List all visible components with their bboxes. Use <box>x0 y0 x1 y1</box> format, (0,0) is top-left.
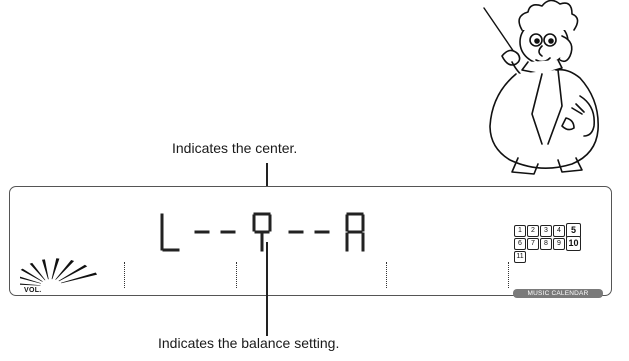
volume-dial-icon <box>20 258 98 286</box>
dial-segment <box>20 283 41 286</box>
calendar-cell: 11 <box>514 251 526 263</box>
dial-segment <box>20 276 42 284</box>
vol-label: VOL. <box>24 287 42 294</box>
center-callout: Indicates the center. <box>172 140 298 156</box>
calendar-cell: 3 <box>540 225 552 237</box>
balance-left-char <box>160 213 180 252</box>
calendar-cell: 1 <box>514 225 526 237</box>
calendar-cell: 7 <box>527 238 539 250</box>
balance-callout: Indicates the balance setting. <box>158 335 340 351</box>
calendar-cell: 2 <box>527 225 539 237</box>
balance-leader-line <box>266 242 268 336</box>
calendar-cell: 10 <box>566 236 581 251</box>
calendar-cell: 9 <box>553 238 565 250</box>
dial-segment <box>61 272 98 284</box>
dial-segment <box>58 264 88 282</box>
level-tick <box>386 262 389 288</box>
dial-segment <box>29 262 46 281</box>
calendar-cell: 4 <box>553 225 565 237</box>
conductor-illustration <box>483 0 599 175</box>
level-tick <box>236 262 239 288</box>
dial-segment <box>51 258 60 280</box>
balance-readout <box>160 212 365 252</box>
display-panel <box>9 186 612 296</box>
dial-segment <box>42 259 49 280</box>
dial-segment <box>55 260 75 280</box>
calendar-cell: 6 <box>514 238 526 250</box>
music-calendar-badge: MUSIC CALENDAR <box>513 289 603 298</box>
level-tick <box>508 262 511 288</box>
balance-center-marker <box>252 212 272 252</box>
level-tick <box>124 262 127 288</box>
calendar-cell: 8 <box>540 238 552 250</box>
dial-segment <box>20 268 43 282</box>
balance-right-char <box>345 212 365 252</box>
